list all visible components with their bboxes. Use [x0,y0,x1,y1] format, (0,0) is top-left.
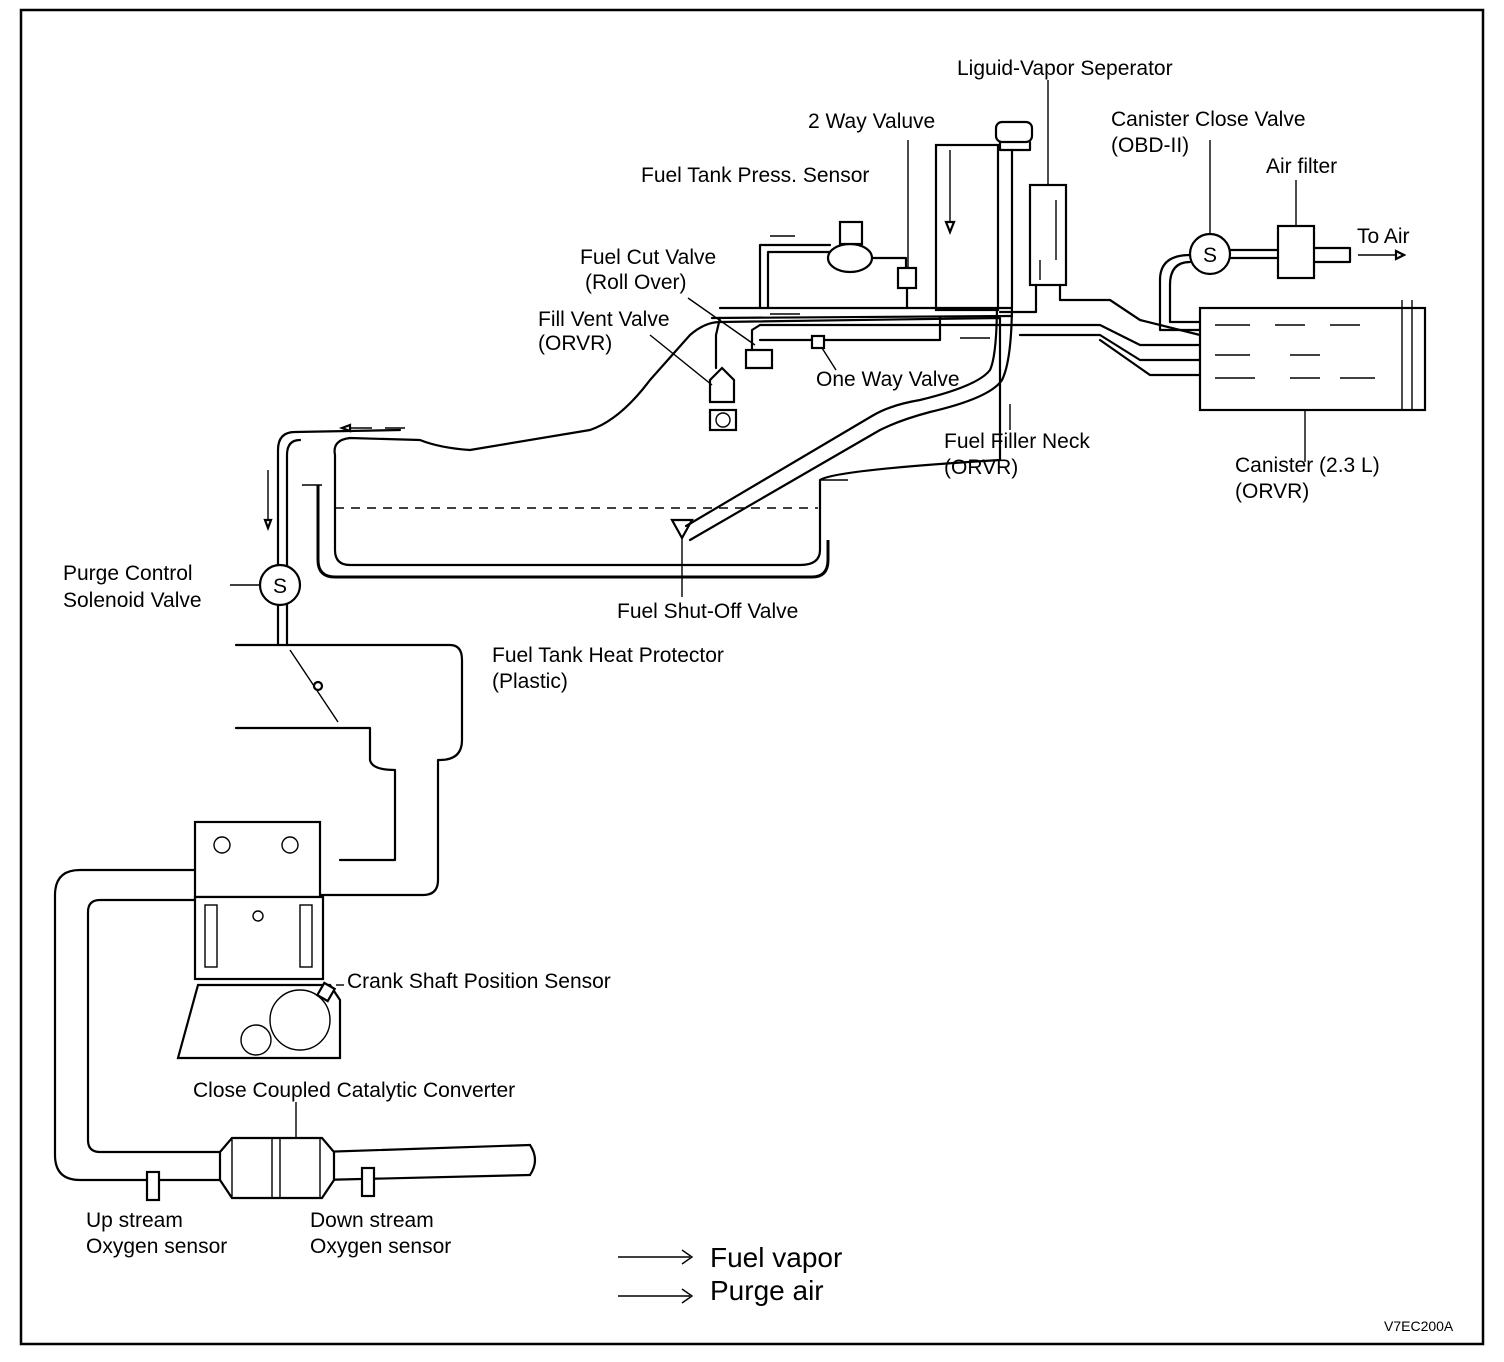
two-way-valve [896,140,918,310]
label-fuel-cut-valve: Fuel Cut Valve [580,246,716,269]
label-fuel-tank-press-sensor: Fuel Tank Press. Sensor [641,164,869,187]
downstream-oxygen-sensor [360,1166,376,1198]
label-heat-protector-sub: (Plastic) [492,670,568,693]
label-catalytic-converter: Close Coupled Catalytic Converter [193,1079,515,1102]
label-canister: Canister (2.3 L) [1235,454,1380,477]
catalytic-converter [218,1102,336,1200]
engine [176,820,344,1060]
vent-tube [934,143,1000,312]
label-fuel-filler-neck-sub: (ORVR) [944,456,1018,479]
label-canister-sub: (ORVR) [1235,480,1309,503]
label-canister-close-valve: Canister Close Valve [1111,108,1306,131]
purge-solenoid-symbol: S [273,575,287,598]
legend-purge-air-label: Purge air [710,1275,824,1306]
liquid-vapor-separator [998,80,1142,322]
legend-fuel-vapor-label: Fuel vapor [710,1242,842,1273]
label-to-air: To Air [1357,225,1410,248]
diagram-frame [19,8,1485,1346]
label-canister-close-valve-sub: (OBD-II) [1111,134,1189,157]
intake-manifold [234,643,464,897]
exhaust-pipe [53,868,537,1182]
fuel-filler-neck [684,120,1034,542]
label-fuel-shut-off-valve: Fuel Shut-Off Valve [617,600,798,623]
purge-line [276,428,402,647]
label-fill-vent-valve-sub: (ORVR) [538,332,612,355]
label-downstream-sensor-sub: Oxygen sensor [310,1235,451,1258]
one-way-valve [810,334,837,371]
canister-close-valve: S [1158,140,1280,332]
legend: Fuel vapor Purge air [618,1242,842,1306]
air-filter [1276,180,1407,280]
fuel-shut-off-valve [670,518,694,597]
label-fuel-cut-valve-sub: (Roll Over) [585,271,687,294]
fuel-tank [302,316,1002,579]
label-fuel-filler-neck: Fuel Filler Neck [944,430,1090,453]
close-valve-symbol: S [1203,244,1217,267]
fill-vent-valve [649,316,738,432]
label-purge-control-sub: Solenoid Valve [63,589,202,612]
label-air-filter: Air filter [1266,155,1337,178]
figure-code: V7EC200A [1384,1318,1454,1334]
upstream-oxygen-sensor [145,1170,161,1202]
flow-arrows [263,235,1375,532]
label-fill-vent-valve: Fill Vent Valve [538,308,670,331]
fuel-cut-valve [687,297,774,370]
label-liquid-vapor-separator: Liguid-Vapor Seperator [957,57,1173,80]
vapor-lines [710,298,1202,377]
label-upstream-sensor: Up stream [86,1209,183,1232]
label-heat-protector: Fuel Tank Heat Protector [492,644,724,667]
label-crank-shaft-sensor: Crank Shaft Position Sensor [347,970,611,993]
label-one-way-valve: One Way Valve [816,368,960,391]
label-two-way-valve: 2 Way Valuve [808,110,935,133]
label-upstream-sensor-sub: Oxygen sensor [86,1235,227,1258]
fuel-tank-press-sensor [758,220,908,310]
label-purge-control: Purge Control [63,562,193,585]
purge-control-solenoid-valve: S [230,563,302,607]
label-downstream-sensor: Down stream [310,1209,434,1232]
